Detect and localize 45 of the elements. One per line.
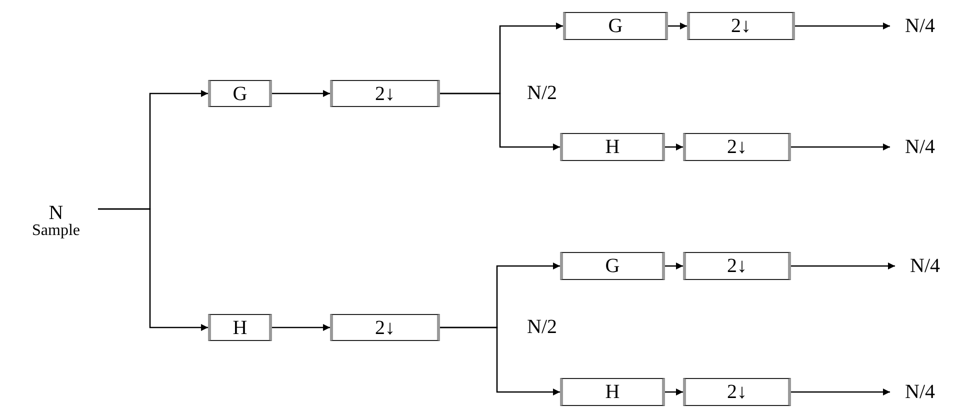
arrow: [795, 22, 890, 30]
filter-label: H: [605, 137, 620, 157]
arrow: [791, 388, 890, 396]
signal-label: N: [48, 203, 64, 223]
filter-box: [330, 80, 440, 107]
filter-box: [687, 12, 795, 40]
filter-box: [683, 133, 791, 161]
arrow: [668, 22, 687, 30]
signal-label: N/4: [910, 256, 940, 276]
filter-label: G: [608, 16, 623, 36]
filter-label: 2↓: [375, 84, 395, 104]
arrow: [98, 208, 208, 331]
arrow: [440, 92, 560, 150]
arrow: [272, 324, 330, 331]
arrow: [665, 144, 683, 150]
signal-label: N/2: [527, 82, 557, 105]
filter-box: [563, 12, 668, 40]
signal-label: N/2: [527, 316, 557, 339]
arrow: [272, 90, 330, 97]
filter-label: H: [232, 318, 248, 338]
filter-label: H: [605, 382, 620, 402]
signal-label: N/4: [905, 137, 935, 157]
filter-label: 2↓: [727, 382, 747, 402]
filter-box: [208, 80, 272, 107]
filter-box: [560, 252, 665, 280]
filter-label: 2↓: [731, 16, 751, 36]
filter-box: [330, 314, 440, 341]
filter-label: G: [232, 84, 248, 104]
arrow: [665, 388, 683, 396]
arrow: [440, 326, 560, 396]
signal-label: N/4: [905, 382, 935, 402]
filter-box: [560, 378, 665, 406]
arrow: [791, 144, 890, 150]
arrow: [665, 262, 683, 270]
filter-box: [683, 252, 791, 280]
arrow: [791, 262, 895, 270]
filter-box: [208, 314, 272, 341]
filter-label: 2↓: [727, 137, 747, 157]
filter-label: 2↓: [375, 318, 395, 338]
filter-label: G: [605, 256, 620, 276]
filter-box: [683, 378, 791, 406]
signal-label: N/4: [905, 16, 935, 36]
caption-text: Sample: [32, 223, 80, 239]
filter-box: [560, 133, 665, 161]
filter-label: 2↓: [727, 256, 747, 276]
